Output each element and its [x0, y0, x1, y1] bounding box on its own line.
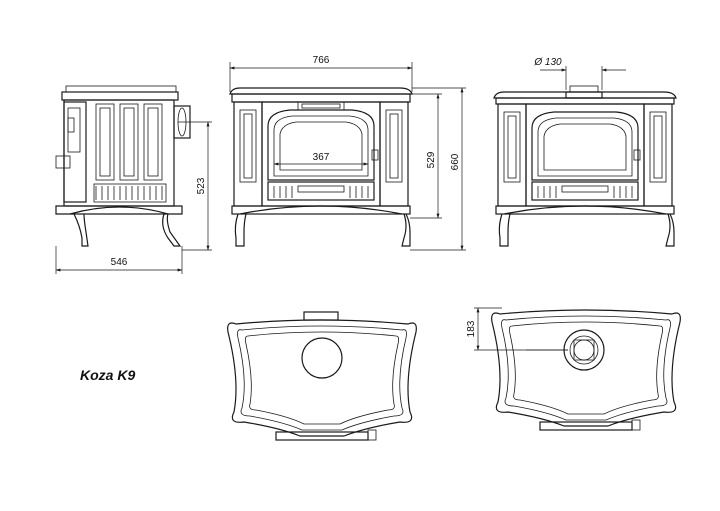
- side-view: [55, 85, 191, 247]
- dim-side-height-label: 523: [196, 177, 207, 194]
- dim-height-660-label: 660: [450, 153, 461, 170]
- dim-firebox-width: 367: [273, 152, 369, 166]
- dim-depth-label: 546: [111, 257, 128, 268]
- dim-height-529: 529: [410, 93, 442, 219]
- dim-firebox-width-label: 367: [313, 152, 330, 163]
- dim-flue-diameter-label: Ø 130: [533, 57, 562, 68]
- dim-front-width: 766: [229, 55, 413, 92]
- dim-front-width-label: 766: [313, 55, 330, 66]
- dim-side-height: 523: [178, 121, 212, 251]
- front-view: [229, 87, 413, 247]
- dim-flue-offset-label: 183: [466, 320, 477, 337]
- top-view-right: [491, 309, 681, 431]
- dim-depth: 546: [55, 246, 183, 274]
- dim-flue-diameter: Ø 130: [533, 57, 626, 90]
- model-title: Koza K9: [80, 367, 135, 383]
- dim-flue-offset: 183: [466, 307, 568, 351]
- top-view-left: [227, 311, 417, 441]
- rear-view: [493, 85, 677, 247]
- dim-height-660: 660: [410, 87, 466, 251]
- dim-height-529-label: 529: [426, 151, 437, 168]
